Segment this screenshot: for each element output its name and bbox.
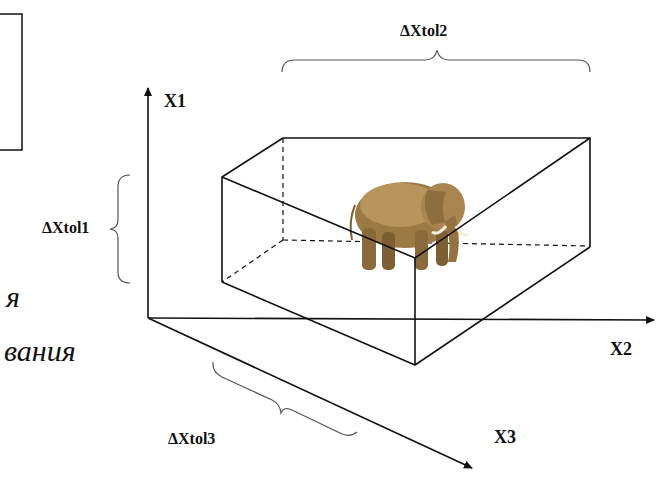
dimension-label: ΔXtol2 [400, 22, 447, 40]
axis-label: X2 [610, 340, 632, 360]
coordinate-axes [148, 88, 654, 468]
axis-label: X3 [494, 428, 516, 448]
hidden-edges [222, 138, 590, 282]
dimension-braces [110, 50, 590, 435]
axis-label: X1 [164, 92, 186, 112]
dimension-label: ΔXtol3 [168, 430, 215, 448]
dimension-label: ΔXtol1 [42, 219, 89, 237]
tolerance-prism [222, 138, 590, 365]
text-fragment: я [6, 280, 20, 313]
text-fragment: вания [4, 334, 76, 367]
cropped-frame [0, 14, 22, 150]
elephant-picture [351, 182, 468, 270]
